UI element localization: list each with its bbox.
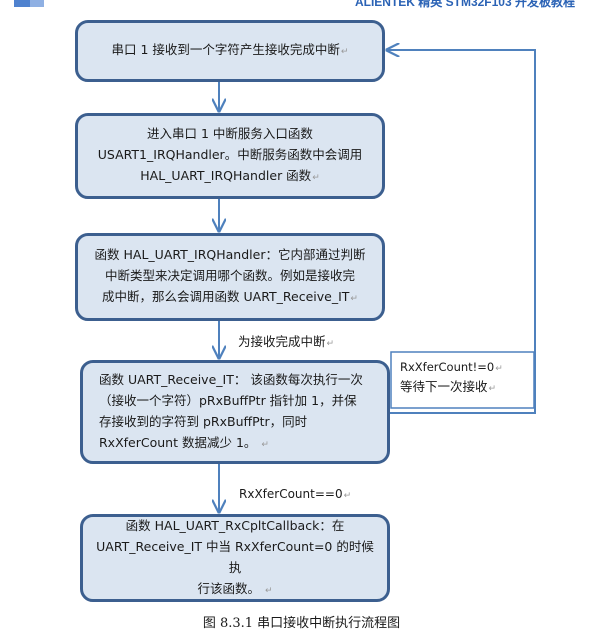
figure-caption: 图 8.3.1 串口接收中断执行流程图 [202,616,401,631]
node-text: 函数 HAL_UART_IRQHandler：它内部通过判断 中断类型来决定调用… [94,247,366,304]
node-text: 函数 UART_Receive_IT： 该函数每次执行一次 （接收一个字符）pR… [99,371,363,450]
node-text: 函数 HAL_UART_RxCpltCallback：在 UART_Receiv… [96,517,374,596]
edge-label-count-zero: RxXferCount==0↵ [239,487,352,501]
flow-node-usart1-irqhandler: 进入串口 1 中断服务入口函数 USART1_IRQHandler。中断服务函数… [75,113,385,199]
logo-block-dark [14,0,30,7]
edge-label-receive-complete: 为接收完成中断↵ [238,334,335,349]
header-logo [14,0,44,7]
flow-node-uart-receive-it: 函数 UART_Receive_IT： 该函数每次执行一次 （接收一个字符）pR… [80,360,390,464]
loop-label-box [390,351,535,409]
header-title: ALIENTEK 精英 STM32F103 开发板教程 [354,0,575,9]
node-text: 进入串口 1 中断服务入口函数 USART1_IRQHandler。中断服务函数… [97,126,363,183]
flow-node-receive-interrupt: 串口 1 接收到一个字符产生接收完成中断↵ [75,20,385,82]
flow-node-hal-uart-irqhandler: 函数 HAL_UART_IRQHandler：它内部通过判断 中断类型来决定调用… [75,233,385,321]
loop-back-arrow [387,50,536,414]
flow-node-rxcpltcallback: 函数 HAL_UART_RxCpltCallback：在 UART_Receiv… [80,514,390,602]
logo-block-light [30,0,44,7]
loop-condition-label: RxXferCount!=0↵ 等待下一次接收↵ [400,360,503,394]
node-text: 串口 1 接收到一个字符产生接收完成中断↵ [111,42,349,57]
